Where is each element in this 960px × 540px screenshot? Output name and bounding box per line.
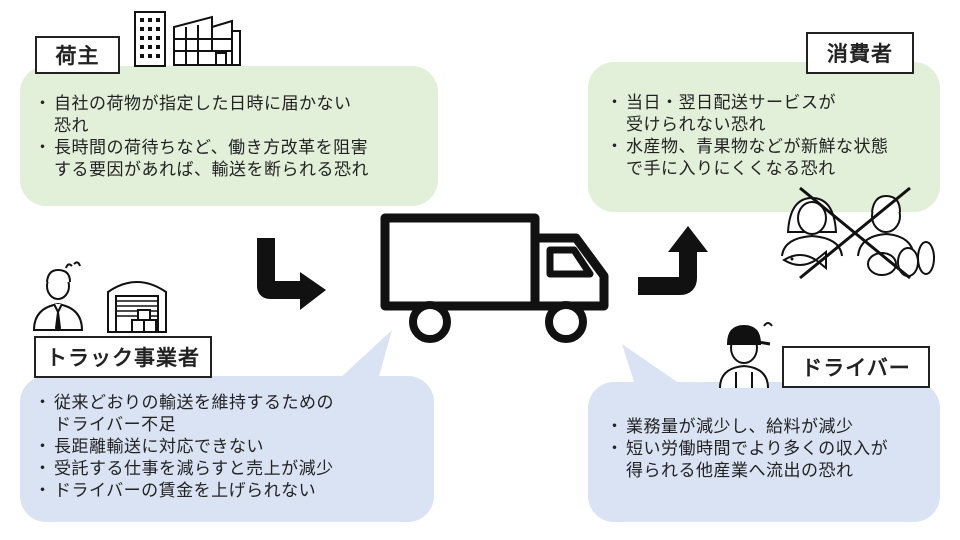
driver-bubble-pointer	[622, 344, 686, 388]
consumer-title: 消費者	[806, 32, 914, 74]
arrow-to-truck-icon	[257, 238, 326, 310]
trucking-item-3: 受託する仕事を減らすと売上が減少	[34, 458, 334, 480]
trucking-item-2: 長距離輸送に対応できない	[34, 436, 334, 458]
office-building-icon	[134, 11, 166, 67]
trucking-item-4: ドライバーの賃金を上げられない	[34, 480, 334, 502]
factory-icon	[173, 15, 241, 66]
trucking-bubble-pointer	[338, 330, 392, 380]
truck-icon	[380, 213, 609, 343]
warehouse-icon	[107, 281, 167, 333]
driver-item-1: 業務量が減少し、給料が減少	[606, 416, 888, 438]
businessman-icon	[32, 261, 84, 332]
arrow-from-truck-icon	[638, 226, 708, 295]
consumers-no-fresh-food-icon	[781, 186, 935, 280]
driver-list: 業務量が減少し、給料が減少 短い労働時間でより多くの収入が得られる他産業へ流出の…	[606, 416, 888, 482]
trucking-title: トラック事業者	[34, 336, 212, 378]
driver-title: ドライバー	[782, 346, 930, 388]
shipper-title: 荷主	[35, 36, 120, 74]
driver-worker-icon	[719, 322, 773, 389]
